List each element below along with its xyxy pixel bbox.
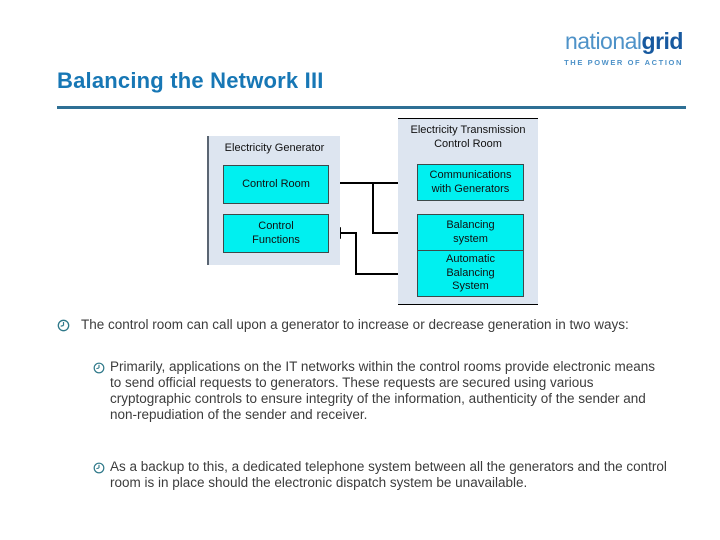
control-room-box: Control Room <box>223 165 329 204</box>
control-functions-box: Control Functions <box>223 214 329 253</box>
connector-auto-vertical <box>355 232 357 274</box>
connector-arrow-tail <box>340 232 356 234</box>
bullet-sub2-text: As a backup to this, a dedicated telepho… <box>110 459 667 490</box>
automatic-balancing-system-box: Automatic Balancing System <box>417 250 524 297</box>
bullet-sub1-text: Primarily, applications on the IT networ… <box>110 359 655 422</box>
clock-bullet-icon <box>93 361 105 379</box>
page-title: Balancing the Network III <box>57 68 324 93</box>
bullet-main-text: The control room can call upon a generat… <box>81 317 629 332</box>
logo-tagline: THE POWER OF ACTION <box>564 58 683 67</box>
logo-text-national: national <box>564 28 642 54</box>
communications-with-generators-box: Communications with Generators <box>417 164 524 201</box>
logo-wordmark: nationalgrid <box>564 28 684 54</box>
clock-bullet-icon <box>93 461 105 479</box>
clock-bullet-icon <box>57 319 70 337</box>
connector-auto-to-functions <box>355 273 417 275</box>
nationalgrid-logo: nationalgrid THE POWER OF ACTION <box>564 30 683 67</box>
balancing-system-box: Balancing system <box>417 214 524 252</box>
logo-text-grid: grid <box>641 28 684 54</box>
electricity-generator-label: Electricity Generator <box>224 142 325 154</box>
connector-branch-to-balancing <box>372 232 417 234</box>
transmission-control-room-label: Electricity Transmission Control Room <box>410 124 526 150</box>
connector-branch-vertical <box>372 182 374 233</box>
title-underline <box>57 106 686 109</box>
